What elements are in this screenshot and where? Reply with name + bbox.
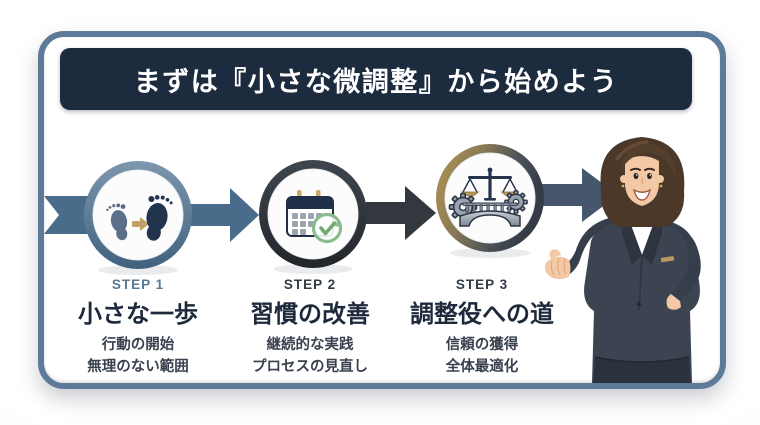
page-title: まずは『小さな微調整』から始めよう (133, 66, 619, 97)
hair-fringe (622, 143, 676, 177)
businesswoman-illustration (544, 137, 701, 383)
hand-on-hip (666, 294, 681, 310)
step1-circle (84, 161, 192, 269)
pocket-square (660, 256, 675, 263)
step2-desc-line2: プロセスの見直し (252, 358, 368, 375)
balance-gears-bridge-icon (448, 167, 528, 227)
lapel (621, 217, 642, 265)
step2-circle (259, 160, 367, 268)
skirt (593, 357, 691, 383)
step3-desc-line2: 全体最適化 (445, 358, 519, 375)
earring (621, 184, 625, 188)
step1-label: STEP 1 (111, 277, 165, 292)
circle-shadow (450, 248, 530, 258)
circle-shadow (98, 265, 178, 275)
step1-desc-line2: 無理のない範囲 (87, 358, 189, 375)
step2-desc-line1: 継続的な実践 (266, 337, 354, 353)
open-palm-hand (544, 249, 571, 280)
step3-title: 調整役への道 (410, 301, 554, 328)
step3-caption: STEP 3 調整役への道 信頼の獲得 全体最適化 (387, 277, 577, 379)
smile (632, 188, 652, 201)
step2-caption: STEP 2 習慣の改善 継続的な実践 プロセスの見直し (215, 277, 405, 379)
step1-caption: STEP 1 小さな一歩 行動の開始 無理のない範囲 (44, 277, 233, 379)
circle-shadow (273, 264, 353, 274)
check-circle-icon (311, 212, 343, 244)
arrow-1-icon (190, 188, 259, 242)
bridge-icon (459, 202, 521, 227)
title-banner: まずは『小さな微調整』から始めよう (60, 48, 692, 110)
arrow-2-icon (366, 186, 436, 240)
calendar-check-icon (286, 190, 343, 244)
earring (659, 184, 663, 188)
woman-head (600, 137, 685, 227)
step3-circle (436, 144, 544, 252)
lapel (642, 217, 663, 265)
arrow-3-icon (534, 168, 618, 222)
step1-title: 小さな一歩 (78, 301, 198, 328)
small-gold-arrow-icon (132, 217, 149, 231)
step2-title: 習慣の改善 (250, 301, 370, 328)
infographic-card: まずは『小さな微調整』から始めよう (38, 31, 726, 389)
akimbo-arm (659, 221, 701, 301)
presenting-arm (561, 218, 617, 277)
process-flow-graphic (44, 137, 701, 383)
step2-label: STEP 2 (283, 277, 337, 292)
step3-label: STEP 3 (455, 277, 509, 292)
jacket-button (636, 301, 642, 307)
step3-desc-line1: 信頼の獲得 (445, 337, 519, 353)
step1-desc-line1: 行動の開始 (101, 337, 175, 353)
footsteps-icon (106, 195, 173, 241)
